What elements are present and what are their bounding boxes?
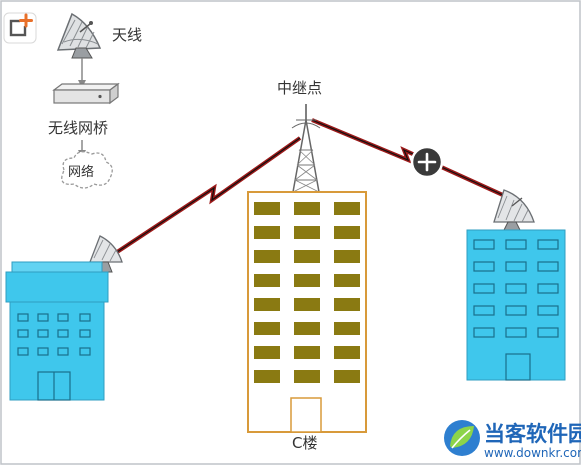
label-relay-point: 中继点 xyxy=(277,79,322,97)
label-antenna: 天线 xyxy=(112,26,142,44)
network-cloud xyxy=(61,151,113,189)
watermark-logo[interactable]: 当客软件园 www.downkr.com xyxy=(444,420,581,460)
building-c xyxy=(247,191,367,433)
leaf-logo-icon xyxy=(444,420,480,456)
label-network: 网络 xyxy=(68,164,94,180)
label-building-c: C楼 xyxy=(292,434,317,452)
watermark-name: 当客软件园 xyxy=(484,422,581,446)
dish-antenna-top xyxy=(56,12,102,59)
wireless-link-left xyxy=(106,136,302,260)
relay-tower xyxy=(291,104,321,193)
wireless-bridge-device xyxy=(52,82,120,105)
zoom-in-button[interactable] xyxy=(410,145,444,179)
add-button[interactable] xyxy=(3,12,37,44)
wireless-link-right xyxy=(311,118,506,198)
building-c-door xyxy=(290,397,322,433)
label-wireless-bridge: 无线网桥 xyxy=(48,119,108,137)
add-icon xyxy=(9,13,33,37)
building-right xyxy=(466,229,566,381)
watermark-url: www.downkr.com xyxy=(484,446,581,460)
plus-icon xyxy=(417,152,437,172)
dish-antenna-right xyxy=(493,189,535,231)
building-left xyxy=(5,261,109,401)
